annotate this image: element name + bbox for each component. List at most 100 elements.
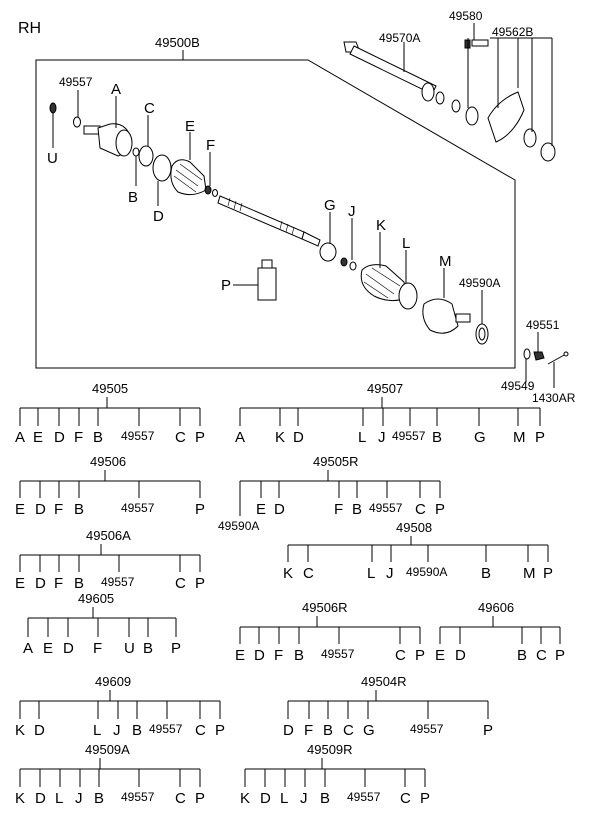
assembly-item-c[interactable]: C bbox=[175, 575, 186, 592]
assembly-item-k[interactable]: K bbox=[240, 790, 250, 807]
assembly-item-l[interactable]: L bbox=[280, 790, 288, 807]
assembly-item-d[interactable]: D bbox=[254, 647, 265, 664]
assembly-item-m[interactable]: M bbox=[513, 429, 526, 446]
assembly-item-p[interactable]: P bbox=[420, 790, 430, 807]
assembly-item-d[interactable]: D bbox=[260, 790, 271, 807]
assembly-item-a[interactable]: A bbox=[235, 429, 245, 446]
callout-j[interactable]: J bbox=[348, 203, 356, 220]
callout-49549[interactable]: 49549 bbox=[501, 379, 535, 393]
assembly-item-b[interactable]: B bbox=[94, 790, 104, 807]
callout-d[interactable]: D bbox=[153, 208, 164, 225]
assembly-item-f[interactable]: F bbox=[54, 501, 63, 518]
assembly-item-j[interactable]: J bbox=[75, 790, 83, 807]
callout-g[interactable]: G bbox=[324, 197, 336, 214]
assembly-item-c[interactable]: C bbox=[536, 647, 547, 664]
assembly-item-b[interactable]: B bbox=[517, 647, 527, 664]
assembly-item-f[interactable]: F bbox=[93, 640, 102, 657]
assembly-item-d[interactable]: D bbox=[35, 575, 46, 592]
assembly-item-j[interactable]: J bbox=[378, 429, 386, 446]
assembly-label-49506[interactable]: 49506 bbox=[90, 454, 126, 469]
assembly-label-49505r[interactable]: 49505R bbox=[313, 454, 359, 469]
assembly-label-49605[interactable]: 49605 bbox=[78, 591, 114, 606]
assembly-item-49557[interactable]: 49557 bbox=[121, 429, 155, 443]
assembly-item-a[interactable]: A bbox=[23, 640, 33, 657]
assembly-item-d[interactable]: D bbox=[35, 790, 46, 807]
assembly-label-49507[interactable]: 49507 bbox=[367, 381, 403, 396]
assembly-item-j[interactable]: J bbox=[113, 722, 121, 739]
assembly-item-f[interactable]: F bbox=[274, 647, 283, 664]
assembly-item-d[interactable]: D bbox=[34, 722, 45, 739]
assembly-item-f[interactable]: F bbox=[54, 575, 63, 592]
callout-e[interactable]: E bbox=[185, 118, 195, 135]
assembly-item-d[interactable]: D bbox=[455, 647, 466, 664]
callout-c[interactable]: C bbox=[144, 100, 155, 117]
assembly-item-c[interactable]: C bbox=[400, 790, 411, 807]
assembly-item-f[interactable]: F bbox=[74, 429, 83, 446]
assembly-item-c[interactable]: C bbox=[395, 647, 406, 664]
callout-m[interactable]: M bbox=[439, 253, 452, 270]
assembly-label-49505[interactable]: 49505 bbox=[92, 381, 128, 396]
assembly-item-p[interactable]: P bbox=[535, 429, 545, 446]
callout-l[interactable]: L bbox=[402, 235, 410, 252]
assembly-item-c[interactable]: C bbox=[195, 722, 206, 739]
assembly-item-l[interactable]: L bbox=[55, 790, 63, 807]
assembly-item-j[interactable]: J bbox=[386, 565, 394, 582]
assembly-item-b[interactable]: B bbox=[294, 647, 304, 664]
assembly-label-49506r[interactable]: 49506R bbox=[302, 600, 348, 615]
assembly-item-49590a[interactable]: 49590A bbox=[218, 519, 259, 533]
assembly-item-49590a[interactable]: 49590A bbox=[406, 565, 447, 579]
assembly-item-49557[interactable]: 49557 bbox=[347, 790, 381, 804]
assembly-item-c[interactable]: C bbox=[175, 429, 186, 446]
callout-49551[interactable]: 49551 bbox=[526, 318, 560, 332]
assembly-item-p[interactable]: P bbox=[215, 722, 225, 739]
assembly-item-k[interactable]: K bbox=[283, 565, 293, 582]
assembly-item-b[interactable]: B bbox=[481, 565, 491, 582]
assembly-item-b[interactable]: B bbox=[320, 790, 330, 807]
assembly-item-b[interactable]: B bbox=[432, 429, 442, 446]
assembly-item-k[interactable]: K bbox=[15, 790, 25, 807]
assembly-item-g[interactable]: G bbox=[363, 722, 375, 739]
assembly-item-f[interactable]: F bbox=[334, 501, 343, 518]
callout-p[interactable]: P bbox=[221, 277, 231, 294]
callout-u[interactable]: U bbox=[47, 150, 58, 167]
callout-f[interactable]: F bbox=[206, 137, 215, 154]
assembly-item-d[interactable]: D bbox=[35, 501, 46, 518]
assembly-item-c[interactable]: C bbox=[303, 565, 314, 582]
assembly-item-p[interactable]: P bbox=[435, 501, 445, 518]
callout-49580[interactable]: 49580 bbox=[449, 9, 483, 23]
assembly-item-49557[interactable]: 49557 bbox=[121, 790, 155, 804]
assembly-item-a[interactable]: A bbox=[15, 429, 25, 446]
assembly-item-p[interactable]: P bbox=[195, 429, 205, 446]
assembly-label-49609[interactable]: 49609 bbox=[95, 674, 131, 689]
assembly-item-b[interactable]: B bbox=[132, 722, 142, 739]
assembly-label-49509a[interactable]: 49509A bbox=[85, 742, 130, 757]
assembly-item-p[interactable]: P bbox=[543, 565, 553, 582]
callout-1430ar[interactable]: 1430AR bbox=[532, 391, 576, 405]
assembly-item-b[interactable]: B bbox=[74, 501, 84, 518]
assembly-item-e[interactable]: E bbox=[15, 501, 25, 518]
assembly-item-49557[interactable]: 49557 bbox=[369, 501, 403, 515]
assembly-item-e[interactable]: E bbox=[43, 640, 53, 657]
assembly-item-e[interactable]: E bbox=[15, 575, 25, 592]
assembly-item-e[interactable]: E bbox=[235, 647, 245, 664]
assembly-item-49557[interactable]: 49557 bbox=[392, 429, 426, 443]
assembly-item-d[interactable]: D bbox=[54, 429, 65, 446]
assembly-item-d[interactable]: D bbox=[274, 501, 285, 518]
assembly-item-b[interactable]: B bbox=[93, 429, 103, 446]
assembly-item-d[interactable]: D bbox=[293, 429, 304, 446]
assembly-item-e[interactable]: E bbox=[435, 647, 445, 664]
assembly-item-b[interactable]: B bbox=[74, 575, 84, 592]
assembly-label-49506a[interactable]: 49506A bbox=[86, 528, 131, 543]
assembly-item-l[interactable]: L bbox=[358, 429, 366, 446]
assembly-item-b[interactable]: B bbox=[352, 501, 362, 518]
assembly-item-e[interactable]: E bbox=[33, 429, 43, 446]
callout-b[interactable]: B bbox=[128, 189, 138, 206]
assembly-item-p[interactable]: P bbox=[195, 575, 205, 592]
assembly-item-c[interactable]: C bbox=[343, 722, 354, 739]
assembly-item-k[interactable]: K bbox=[15, 722, 25, 739]
assembly-item-k[interactable]: K bbox=[275, 429, 285, 446]
assembly-item-b[interactable]: B bbox=[143, 640, 153, 657]
assembly-item-p[interactable]: P bbox=[483, 722, 493, 739]
assembly-item-l[interactable]: L bbox=[93, 722, 101, 739]
callout-49557-left[interactable]: 49557 bbox=[59, 75, 93, 89]
